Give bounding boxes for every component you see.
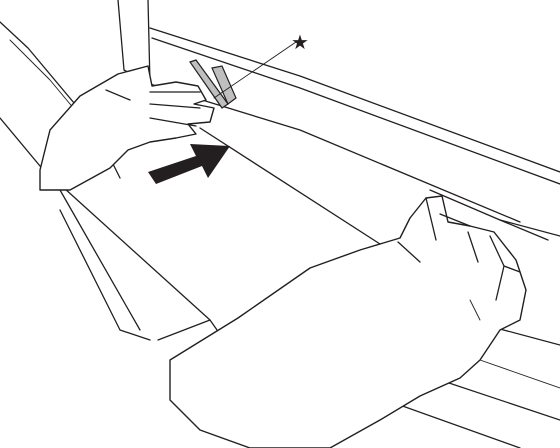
- star-marker-icon: ★: [291, 30, 309, 54]
- right-hand-icon: [170, 196, 526, 448]
- push-arrow-icon: [148, 144, 230, 184]
